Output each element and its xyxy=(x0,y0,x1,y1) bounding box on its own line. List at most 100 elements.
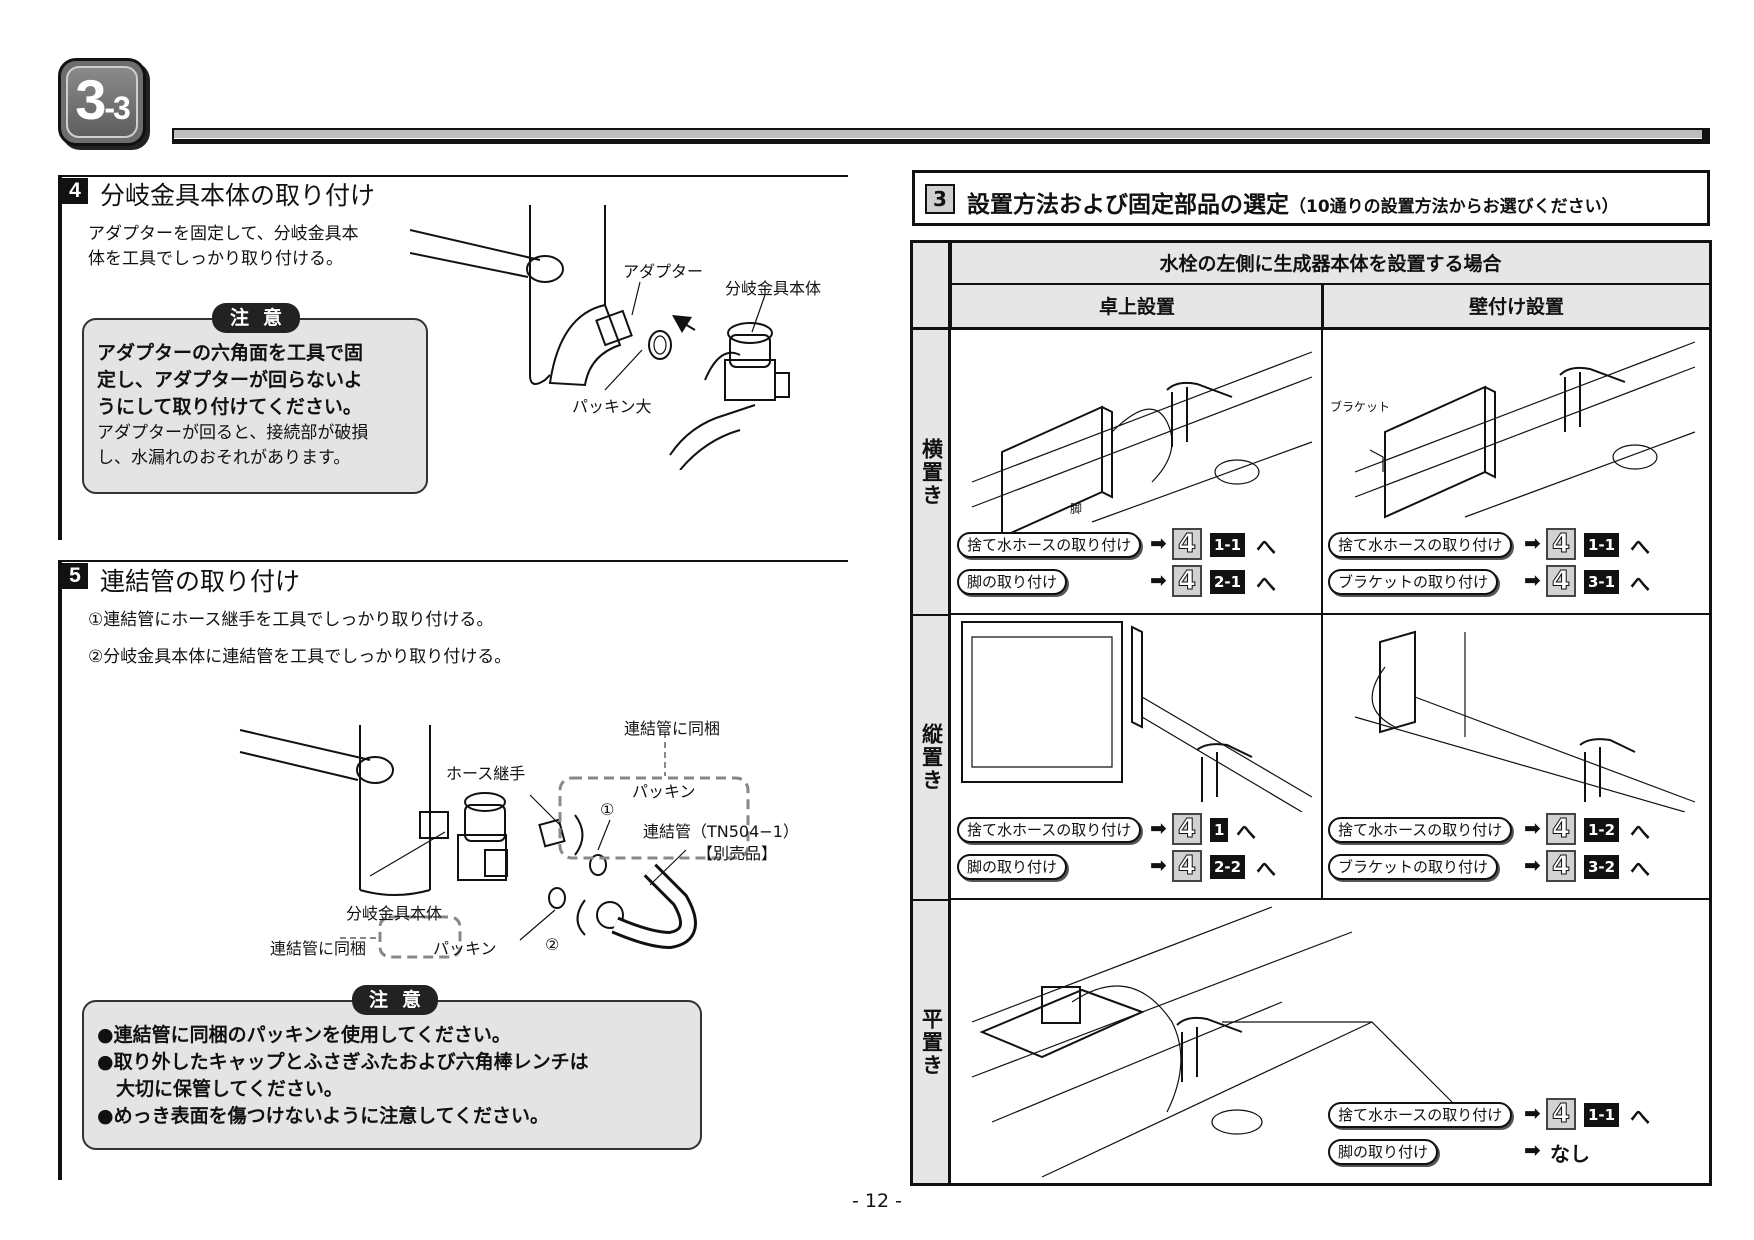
action-pill[interactable]: 脚の取り付け xyxy=(957,854,1068,880)
label-circle-1: ① xyxy=(600,800,615,819)
caution-bold-line: アダプターの六角面を工具で固 xyxy=(97,342,364,364)
ref-code: 1-1 xyxy=(1584,1103,1620,1127)
ref-code: 1 xyxy=(1210,818,1229,842)
caution-bold-line: 定し、アダプターが回らないよ xyxy=(97,369,363,391)
caution-bold-line: うにして取り付けてください。 xyxy=(97,396,362,418)
right-title-text: 設置方法および固定部品の選定 xyxy=(967,192,1289,218)
arrow-icon: ➡ xyxy=(1524,531,1541,555)
page-number: - 12 - xyxy=(852,1190,902,1212)
arrow-icon: ➡ xyxy=(1524,816,1541,840)
step5-rule xyxy=(58,560,62,1180)
col-tabletop: 卓上設置 xyxy=(950,285,1322,329)
ref-code: 2-2 xyxy=(1210,855,1246,879)
ref-step-number: 4 xyxy=(1546,813,1576,845)
caution-line: し、水漏れのおそれがあります。 xyxy=(97,448,351,468)
ref-step-number: 4 xyxy=(1172,528,1202,560)
caution-line: アダプターが回ると、接続部が破損 xyxy=(97,423,369,443)
ref-code: 1-1 xyxy=(1210,533,1246,557)
step5-caution-text: ●連結管に同梱のパッキンを使用してください。 ●取り外したキャップとふさぎふたお… xyxy=(97,1022,589,1130)
label-bundled-top: 連結管に同梱 xyxy=(624,719,721,738)
table-corner xyxy=(913,243,950,329)
label-branch-body: 分岐金具本体 xyxy=(725,279,822,298)
arrow-icon: ➡ xyxy=(1524,853,1541,877)
step4-caution-text: アダプターの六角面を工具で固 定し、アダプターが回らないよ うにして取り付けてく… xyxy=(97,340,368,471)
arrow-icon: ➡ xyxy=(1524,1138,1541,1162)
arrow-icon: ➡ xyxy=(1150,816,1167,840)
ref-suffix: へ xyxy=(1236,820,1256,844)
step5-number: 5 xyxy=(62,563,88,589)
label-circle-2: ② xyxy=(545,935,560,954)
label-packing-large: パッキン大 xyxy=(572,397,652,416)
ref-step-number: 4 xyxy=(1546,528,1576,560)
ref-step-number: 4 xyxy=(1172,850,1202,882)
arrow-icon: ➡ xyxy=(1150,531,1167,555)
section-badge: 3-3 xyxy=(58,58,146,146)
right-title: 設置方法および固定部品の選定（10通りの設置方法からお選びください） xyxy=(967,185,1619,219)
ref-suffix: へ xyxy=(1630,535,1650,559)
arrow-icon: ➡ xyxy=(1150,853,1167,877)
step5-item2: ②分岐金具本体に連結管を工具でしっかり取り付ける。 xyxy=(88,647,512,667)
label-hose-joint: ホース継手 xyxy=(446,764,526,783)
ref-suffix: へ xyxy=(1256,535,1276,559)
caution-item: ●取り外したキャップとふさぎふたおよび六角棒レンチは xyxy=(97,1051,589,1073)
action-pill[interactable]: 捨て水ホースの取り付け xyxy=(1328,532,1513,558)
ref-step-number: 4 xyxy=(1172,813,1202,845)
step4-rule xyxy=(58,175,62,540)
illus-wall-vertical xyxy=(1354,630,1696,812)
caution-item: 大切に保管してください。 xyxy=(97,1078,343,1100)
arrow-icon: ➡ xyxy=(1524,1101,1541,1125)
ref-code: 1-1 xyxy=(1584,533,1620,557)
action-pill[interactable]: 捨て水ホースの取り付け xyxy=(1328,817,1513,843)
step4-caution-label: 注意 xyxy=(212,303,300,333)
row-label-flat: 平置き xyxy=(913,899,950,1183)
action-pill[interactable]: 脚の取り付け xyxy=(1328,1139,1439,1165)
step5-topline xyxy=(58,560,848,562)
label-adapter: アダプター xyxy=(623,262,704,281)
col-wall: 壁付け設置 xyxy=(1322,285,1709,329)
step4-number: 4 xyxy=(62,178,88,204)
ref-suffix: へ xyxy=(1630,857,1650,881)
illus-wall-horizontal xyxy=(1354,341,1696,519)
arrow-icon: ➡ xyxy=(1524,568,1541,592)
section-sub: -3 xyxy=(104,90,130,126)
ref-step-number: 4 xyxy=(1546,1098,1576,1130)
none-text: なし xyxy=(1550,1142,1590,1166)
step4-body-line: 体を工具でしっかり取り付ける。 xyxy=(88,249,343,269)
table-divider xyxy=(913,327,1709,330)
step4-leaders xyxy=(604,281,766,391)
step5-caution-label: 注意 xyxy=(352,985,438,1015)
action-pill[interactable]: 捨て水ホースの取り付け xyxy=(957,532,1142,558)
label-packing-bottom: パッキン xyxy=(433,939,497,958)
step5-caution-box xyxy=(82,1000,702,1150)
action-pill[interactable]: ブラケットの取り付け xyxy=(1328,569,1499,595)
table-hline xyxy=(950,898,1709,900)
ref-step-number: 4 xyxy=(1172,565,1202,597)
step4-caution-box xyxy=(82,318,428,494)
label-bracket: ブラケット xyxy=(1330,400,1391,414)
step4-body: アダプターを固定して、分岐金具本 体を工具でしっかり取り付ける。 xyxy=(88,222,359,272)
section-number: 3 xyxy=(75,68,106,131)
label-branch-body-2: 分岐金具本体 xyxy=(346,904,443,923)
table-hline xyxy=(950,613,1709,615)
arrow-icon: ➡ xyxy=(1150,568,1167,592)
ref-step-number: 4 xyxy=(1546,850,1576,882)
header-bar xyxy=(172,128,1710,144)
step4-title: 分岐金具本体の取り付け xyxy=(100,181,376,210)
table-title: 水栓の左側に生成器本体を設置する場合 xyxy=(950,243,1709,285)
illus-flat xyxy=(971,906,1453,1178)
ref-code: 3-2 xyxy=(1584,855,1620,879)
label-leg: 脚 xyxy=(1070,502,1083,516)
table-vline xyxy=(1321,285,1323,899)
row-label-horizontal: 横置き xyxy=(913,330,950,614)
row-label-vertical: 縦置き xyxy=(913,614,950,899)
action-pill[interactable]: 脚の取り付け xyxy=(957,569,1068,595)
ref-code: 3-1 xyxy=(1584,570,1620,594)
ref-suffix: へ xyxy=(1256,572,1276,596)
illus-tabletop-horizontal xyxy=(971,351,1313,532)
action-pill[interactable]: 捨て水ホースの取り付け xyxy=(957,817,1142,843)
action-pill[interactable]: 捨て水ホースの取り付け xyxy=(1328,1102,1513,1128)
action-pill[interactable]: ブラケットの取り付け xyxy=(1328,854,1499,880)
illus-tabletop-vertical xyxy=(961,621,1313,812)
caution-item: ●めっき表面を傷つけないように注意してください。 xyxy=(97,1105,550,1127)
ref-code: 2-1 xyxy=(1210,570,1246,594)
